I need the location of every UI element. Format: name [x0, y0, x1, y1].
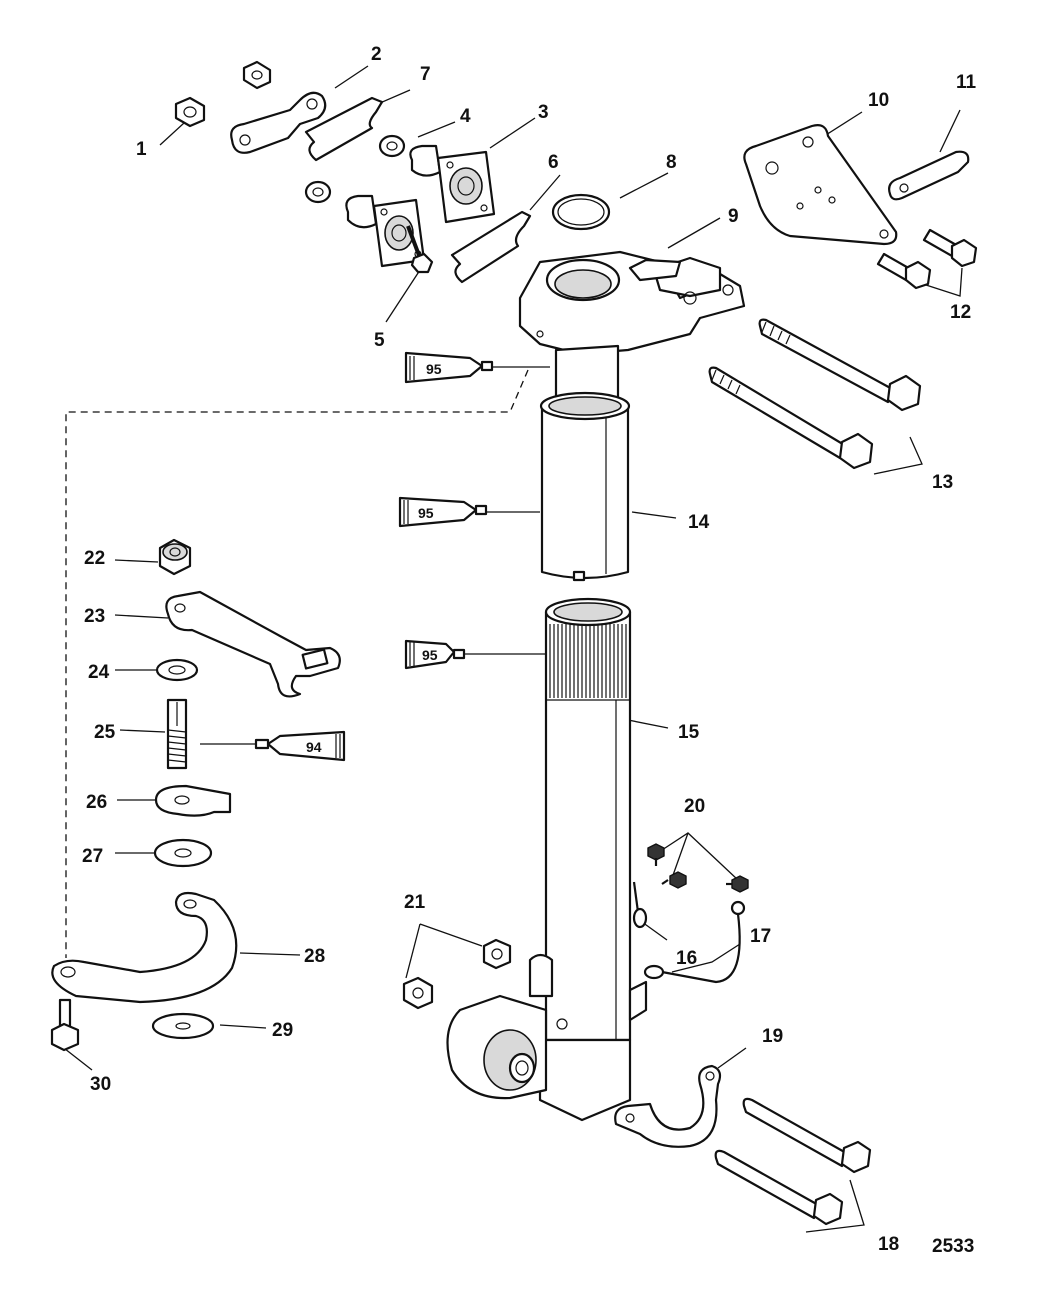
- callout-6: 6: [548, 152, 559, 173]
- figure-number: 2533: [932, 1236, 974, 1257]
- sealant-tube-94: 94: [254, 730, 346, 762]
- screw-5: [406, 225, 434, 274]
- callout-20: 20: [684, 796, 705, 817]
- callout-19: 19: [762, 1026, 783, 1047]
- callout-14: 14: [688, 512, 710, 533]
- sealant-tube-95-a: 95: [404, 351, 494, 384]
- callout-1: 1: [136, 139, 147, 160]
- callout-11: 11: [956, 72, 977, 93]
- clamp-19: [614, 1064, 722, 1148]
- stop-arm-28: [51, 891, 238, 1004]
- swivel-housing: [518, 250, 746, 405]
- mount-lower: [345, 194, 426, 268]
- bushing-half-lower: [450, 210, 532, 284]
- callout-15: 15: [678, 722, 700, 743]
- bracket-10: [743, 124, 898, 246]
- callout-18: 18: [878, 1234, 899, 1255]
- callout-28: 28: [304, 946, 325, 967]
- bolt-18-lower: [714, 1149, 844, 1226]
- washer-27: [153, 838, 213, 868]
- callout-9: 9: [728, 206, 739, 227]
- bushing-half-upper: [304, 96, 384, 162]
- callout-27: 27: [82, 846, 103, 867]
- stud-25: [166, 698, 188, 770]
- washer-4-lower: [304, 180, 332, 204]
- screws-20: [647, 843, 749, 893]
- callout-labels: 1 2 3 4 5 6 7 8 9 10 11 12 13 14 15 16 1…: [82, 44, 977, 1257]
- steering-tube-15: [446, 597, 648, 1122]
- mount-upper: [409, 144, 496, 224]
- lock-nut-22: [158, 538, 192, 576]
- steering-arm-23: [165, 590, 341, 698]
- tab-washer-26: [154, 784, 232, 817]
- hex-nut-2: [242, 60, 272, 90]
- bolt-18-upper: [742, 1097, 872, 1174]
- washer-4-upper: [378, 134, 406, 158]
- leader-lines: [59, 65, 963, 1233]
- washer-24: [155, 658, 199, 682]
- bolt-30: [50, 998, 80, 1052]
- clip-11: [888, 150, 970, 201]
- callout-22: 22: [84, 548, 105, 569]
- callout-23: 23: [84, 606, 105, 627]
- callout-21: 21: [404, 892, 426, 913]
- bolt-12-upper: [922, 228, 978, 268]
- nut-21-left: [402, 976, 434, 1010]
- callout-13: 13: [932, 472, 953, 493]
- callout-10: 10: [868, 90, 889, 111]
- dashed-assembly-line: [65, 369, 529, 958]
- callout-5: 5: [374, 330, 385, 351]
- callout-25: 25: [94, 722, 116, 743]
- sealant-code-label: 94: [306, 739, 322, 755]
- callout-24: 24: [88, 662, 110, 683]
- sealant-code-label: 95: [418, 505, 434, 521]
- callout-26: 26: [86, 792, 107, 813]
- callout-16: 16: [676, 948, 697, 969]
- sleeve-14: [539, 391, 631, 582]
- callout-4: 4: [460, 106, 471, 127]
- bolt-12-lower: [876, 252, 932, 290]
- sealant-tube-95-c: 95: [404, 639, 466, 670]
- washer-29: [151, 1012, 215, 1040]
- callout-17: 17: [750, 926, 771, 947]
- hex-nut-1: [174, 96, 206, 128]
- callout-8: 8: [666, 152, 677, 173]
- callout-29: 29: [272, 1020, 293, 1041]
- callout-3: 3: [538, 102, 549, 123]
- long-bolt-13-upper: [758, 318, 922, 412]
- callout-2: 2: [371, 44, 382, 65]
- sealant-code-label: 95: [422, 647, 438, 663]
- sealant-code-label: 95: [426, 361, 442, 377]
- callout-12: 12: [950, 302, 971, 323]
- o-ring-8: [551, 193, 611, 231]
- callout-7: 7: [420, 64, 431, 85]
- nut-21-right: [482, 938, 512, 970]
- callout-30: 30: [90, 1074, 111, 1095]
- ground-wire-17: [643, 900, 746, 984]
- long-bolt-13-lower: [708, 366, 874, 470]
- bracket-plate: [230, 91, 327, 154]
- terminal-16: [632, 881, 648, 929]
- sealant-tube-95-b: 95: [398, 496, 488, 528]
